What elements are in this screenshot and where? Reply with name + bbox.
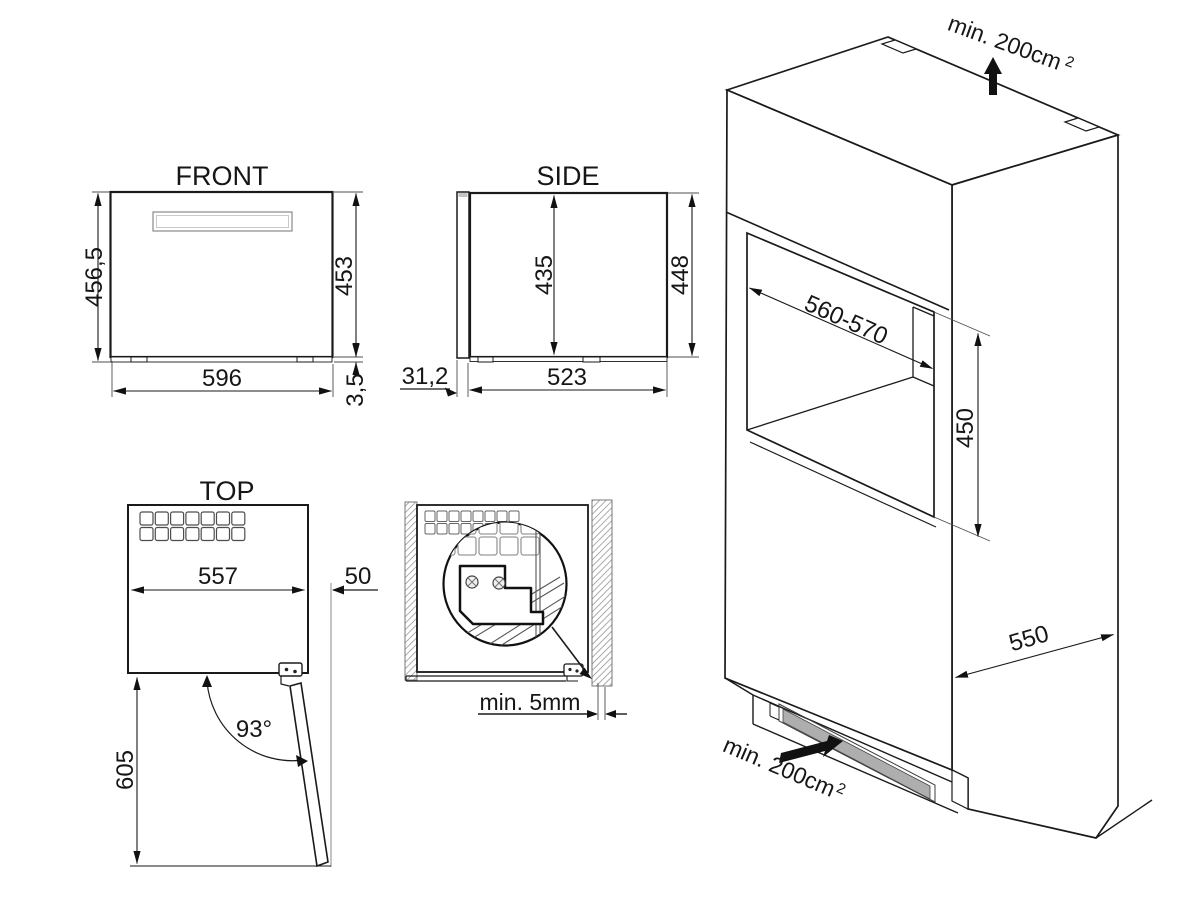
- front-height-total-dim: 456,5: [81, 247, 108, 307]
- top-clearance-arrow-icon: [332, 585, 344, 595]
- side-height-dim: 448: [667, 255, 694, 295]
- side-door-thickness-dim: 31,2: [402, 363, 449, 390]
- top-clearance-dim: 50: [345, 563, 372, 590]
- bracket-screw-icon: [465, 575, 506, 590]
- niche-detail-view: min. 5mm: [404, 499, 627, 720]
- top-width-dim: 557: [198, 563, 238, 590]
- top-vent-grid: [139, 511, 246, 542]
- side-view-title: SIDE: [536, 161, 599, 191]
- iso-top-vent-value: min. 200cm: [945, 10, 1066, 75]
- top-view: TOP 557 50 605 93°: [112, 476, 378, 868]
- detail-left-cabinet-wall: [404, 501, 418, 681]
- iso-bottom-vent-slot: [782, 708, 931, 800]
- iso-top-vent-notch-right: [1063, 117, 1101, 132]
- side-door-front: [456, 191, 470, 359]
- side-body-outline: [468, 191, 669, 359]
- front-display-panel-inner: [156, 215, 289, 228]
- side-view: SIDE 435 448 523 31,2: [400, 161, 699, 397]
- side-interior-height-dim: 435: [531, 255, 558, 295]
- iso-bottom-vent-slot-outline: [778, 703, 936, 803]
- top-door-angle-dim: 93°: [236, 716, 272, 743]
- top-hinge-bracket: [278, 662, 303, 677]
- top-door-angle-arc: [206, 680, 305, 762]
- iso-top-vent-notch-left: [880, 39, 918, 54]
- isometric-view: 560-570 450 550 min. 200cm2 min. 200cm2: [720, 10, 1153, 839]
- front-height-body-dim: 453: [331, 256, 358, 296]
- side-base-strip: [469, 356, 668, 362]
- iso-side-face: [951, 133, 1119, 839]
- iso-plinth-recess: [724, 677, 959, 814]
- detail-rear-gap-dim: min. 5mm: [480, 689, 581, 715]
- airflow-arrow-top-icon: [984, 57, 1002, 95]
- magnified-hinge-bracket: [458, 564, 545, 626]
- front-foot-left: [130, 356, 148, 363]
- iso-niche-height-dim: 450: [952, 408, 979, 448]
- side-foot-right: [582, 356, 601, 363]
- front-foot-right: [296, 356, 314, 363]
- front-view-title: FRONT: [176, 161, 269, 191]
- top-angle-arrow-end-icon: [296, 755, 308, 767]
- iso-niche-width-dim-line: [749, 287, 933, 370]
- detail-right-cabinet-wall: [591, 499, 613, 687]
- side-foot-left: [477, 356, 494, 363]
- side-depth-dim: 523: [547, 364, 587, 391]
- front-base-strip: [110, 356, 333, 363]
- top-door-swing-dim: 605: [112, 750, 139, 790]
- front-width-dim: 596: [202, 365, 242, 392]
- top-open-door: [289, 681, 329, 868]
- iso-depth-dim-line: [954, 633, 1115, 679]
- airflow-arrow-bottom-icon: [779, 735, 843, 763]
- top-angle-arrow-start-icon: [202, 675, 212, 687]
- side-door-thickness-arrow-icon: [445, 387, 457, 397]
- front-foot-height-dim: 3,5: [342, 373, 369, 406]
- front-view: FRONT 456,5 453 3,5 596: [81, 161, 369, 407]
- side-door-top-trim: [458, 193, 468, 197]
- top-view-title: TOP: [199, 476, 254, 506]
- iso-top-vent-sup: 2: [1063, 53, 1077, 72]
- magnifier-leader-arrow-icon: [579, 667, 592, 679]
